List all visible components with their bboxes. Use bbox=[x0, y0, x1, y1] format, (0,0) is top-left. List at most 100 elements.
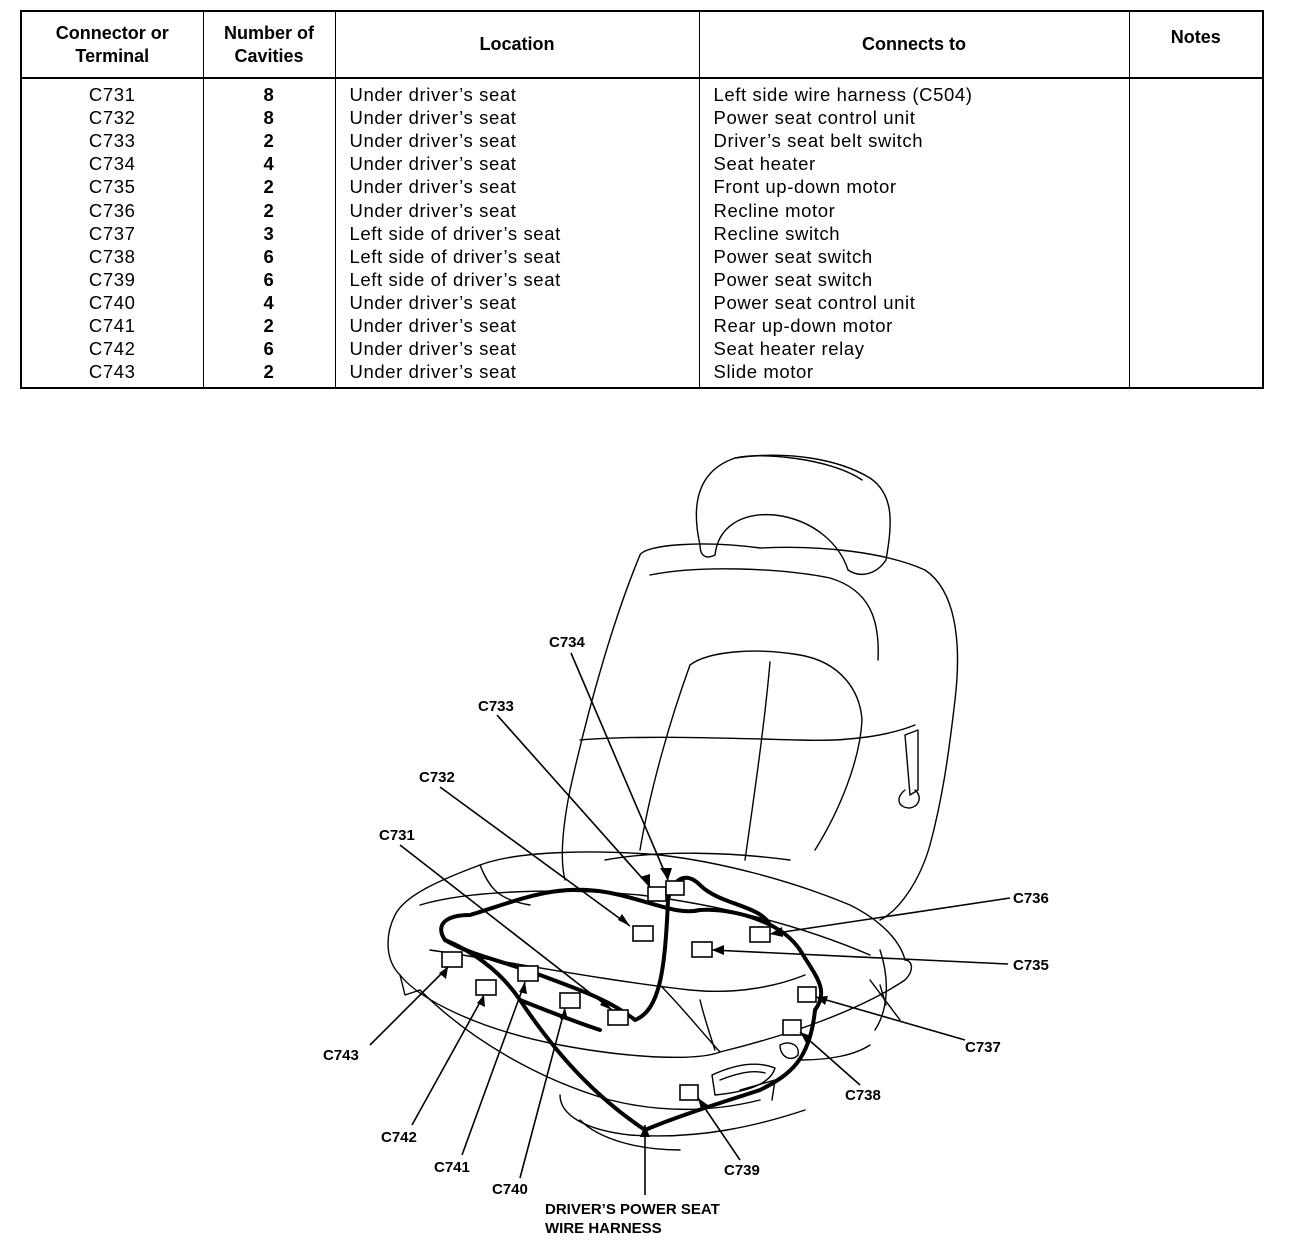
connector-c738 bbox=[782, 1019, 802, 1036]
cell-location: Under driver’s seat bbox=[334, 78, 700, 107]
cell-connector: C734 bbox=[20, 152, 204, 176]
cell-location: Under driver’s seat bbox=[334, 290, 700, 314]
cell-notes bbox=[1128, 244, 1264, 268]
cell-notes bbox=[1128, 267, 1264, 291]
cell-notes bbox=[1128, 360, 1264, 389]
cell-connects-to: Seat heater relay bbox=[698, 337, 1130, 361]
cell-cavities: 6 bbox=[202, 244, 336, 268]
cell-cavities: 2 bbox=[202, 198, 336, 222]
cell-notes bbox=[1128, 106, 1264, 130]
cell-notes bbox=[1128, 313, 1264, 338]
connector-c742 bbox=[475, 979, 497, 996]
cell-connects-to: Driver’s seat belt switch bbox=[698, 129, 1130, 153]
harness-label-line1: DRIVER’S POWER SEAT bbox=[545, 1201, 720, 1218]
callout-c739: C739 bbox=[724, 1162, 760, 1179]
callout-c731: C731 bbox=[379, 827, 415, 844]
cell-connects-to: Front up-down motor bbox=[698, 175, 1130, 199]
cell-connects-to: Rear up-down motor bbox=[698, 313, 1130, 338]
cell-location: Left side of driver’s seat bbox=[334, 244, 700, 268]
callout-c742: C742 bbox=[381, 1129, 417, 1146]
cell-connects-to: Power seat switch bbox=[698, 267, 1130, 291]
callout-c743: C743 bbox=[323, 1047, 359, 1064]
cell-cavities: 2 bbox=[202, 313, 336, 338]
connector-c734 bbox=[665, 880, 685, 896]
cell-location: Under driver’s seat bbox=[334, 313, 700, 338]
cell-cavities: 4 bbox=[202, 152, 336, 176]
cell-connects-to: Power seat control unit bbox=[698, 290, 1130, 314]
cell-connector: C742 bbox=[20, 337, 204, 361]
callout-c741: C741 bbox=[434, 1159, 470, 1176]
cell-connector: C739 bbox=[20, 267, 204, 291]
header-notes: Notes bbox=[1128, 11, 1264, 79]
harness-wires bbox=[439, 875, 824, 1132]
cell-connects-to: Left side wire harness (C504) bbox=[698, 78, 1130, 107]
cell-cavities: 6 bbox=[202, 267, 336, 291]
connector-c735 bbox=[691, 941, 713, 958]
connector-c743 bbox=[441, 951, 463, 968]
connector-c737 bbox=[797, 986, 817, 1003]
callout-c738: C738 bbox=[845, 1087, 881, 1104]
cell-location: Under driver’s seat bbox=[334, 175, 700, 199]
cell-connects-to: Power seat switch bbox=[698, 244, 1130, 268]
cell-location: Under driver’s seat bbox=[334, 152, 700, 176]
cell-connects-to: Recline motor bbox=[698, 198, 1130, 222]
connector-c740 bbox=[559, 992, 581, 1009]
header-location: Location bbox=[334, 11, 700, 79]
seat-diagram: C734 C733 C732 C731 C736 C735 C737 C738 … bbox=[323, 454, 1049, 1237]
callout-c737: C737 bbox=[965, 1039, 1001, 1056]
connector-c739 bbox=[679, 1084, 699, 1101]
cell-location: Under driver’s seat bbox=[334, 360, 700, 389]
cell-connects-to: Slide motor bbox=[698, 360, 1130, 389]
cell-notes bbox=[1128, 290, 1264, 314]
cell-connector: C738 bbox=[20, 244, 204, 268]
cell-notes bbox=[1128, 221, 1264, 245]
cell-cavities: 4 bbox=[202, 290, 336, 314]
callout-c735: C735 bbox=[1013, 957, 1049, 974]
cell-connector: C732 bbox=[20, 106, 204, 130]
cell-cavities: 2 bbox=[202, 360, 336, 389]
callout-c733: C733 bbox=[478, 698, 514, 715]
cell-connector: C737 bbox=[20, 221, 204, 245]
callout-c732: C732 bbox=[419, 769, 455, 786]
connector-c731 bbox=[607, 1009, 629, 1026]
cell-connects-to: Power seat control unit bbox=[698, 106, 1130, 130]
cell-cavities: 2 bbox=[202, 175, 336, 199]
cell-location: Under driver’s seat bbox=[334, 106, 700, 130]
arrowheads bbox=[439, 868, 828, 1137]
connector-c741 bbox=[517, 965, 539, 982]
cell-connector: C735 bbox=[20, 175, 204, 199]
cell-connector: C740 bbox=[20, 290, 204, 314]
cell-cavities: 3 bbox=[202, 221, 336, 245]
harness-label-line2: WIRE HARNESS bbox=[545, 1220, 662, 1237]
cell-connects-to: Seat heater bbox=[698, 152, 1130, 176]
cell-connector: C736 bbox=[20, 198, 204, 222]
cell-location: Under driver’s seat bbox=[334, 198, 700, 222]
cell-location: Left side of driver’s seat bbox=[334, 267, 700, 291]
cell-location: Under driver’s seat bbox=[334, 129, 700, 153]
cell-connector: C731 bbox=[20, 78, 204, 107]
connector-c732 bbox=[632, 925, 654, 942]
callout-c736: C736 bbox=[1013, 890, 1049, 907]
connector-c733 bbox=[647, 886, 667, 902]
callout-c734: C734 bbox=[549, 634, 586, 651]
cell-notes bbox=[1128, 78, 1264, 107]
leader-lines bbox=[369, 652, 1011, 1195]
cell-connector: C741 bbox=[20, 313, 204, 338]
cell-connector: C743 bbox=[20, 360, 204, 389]
